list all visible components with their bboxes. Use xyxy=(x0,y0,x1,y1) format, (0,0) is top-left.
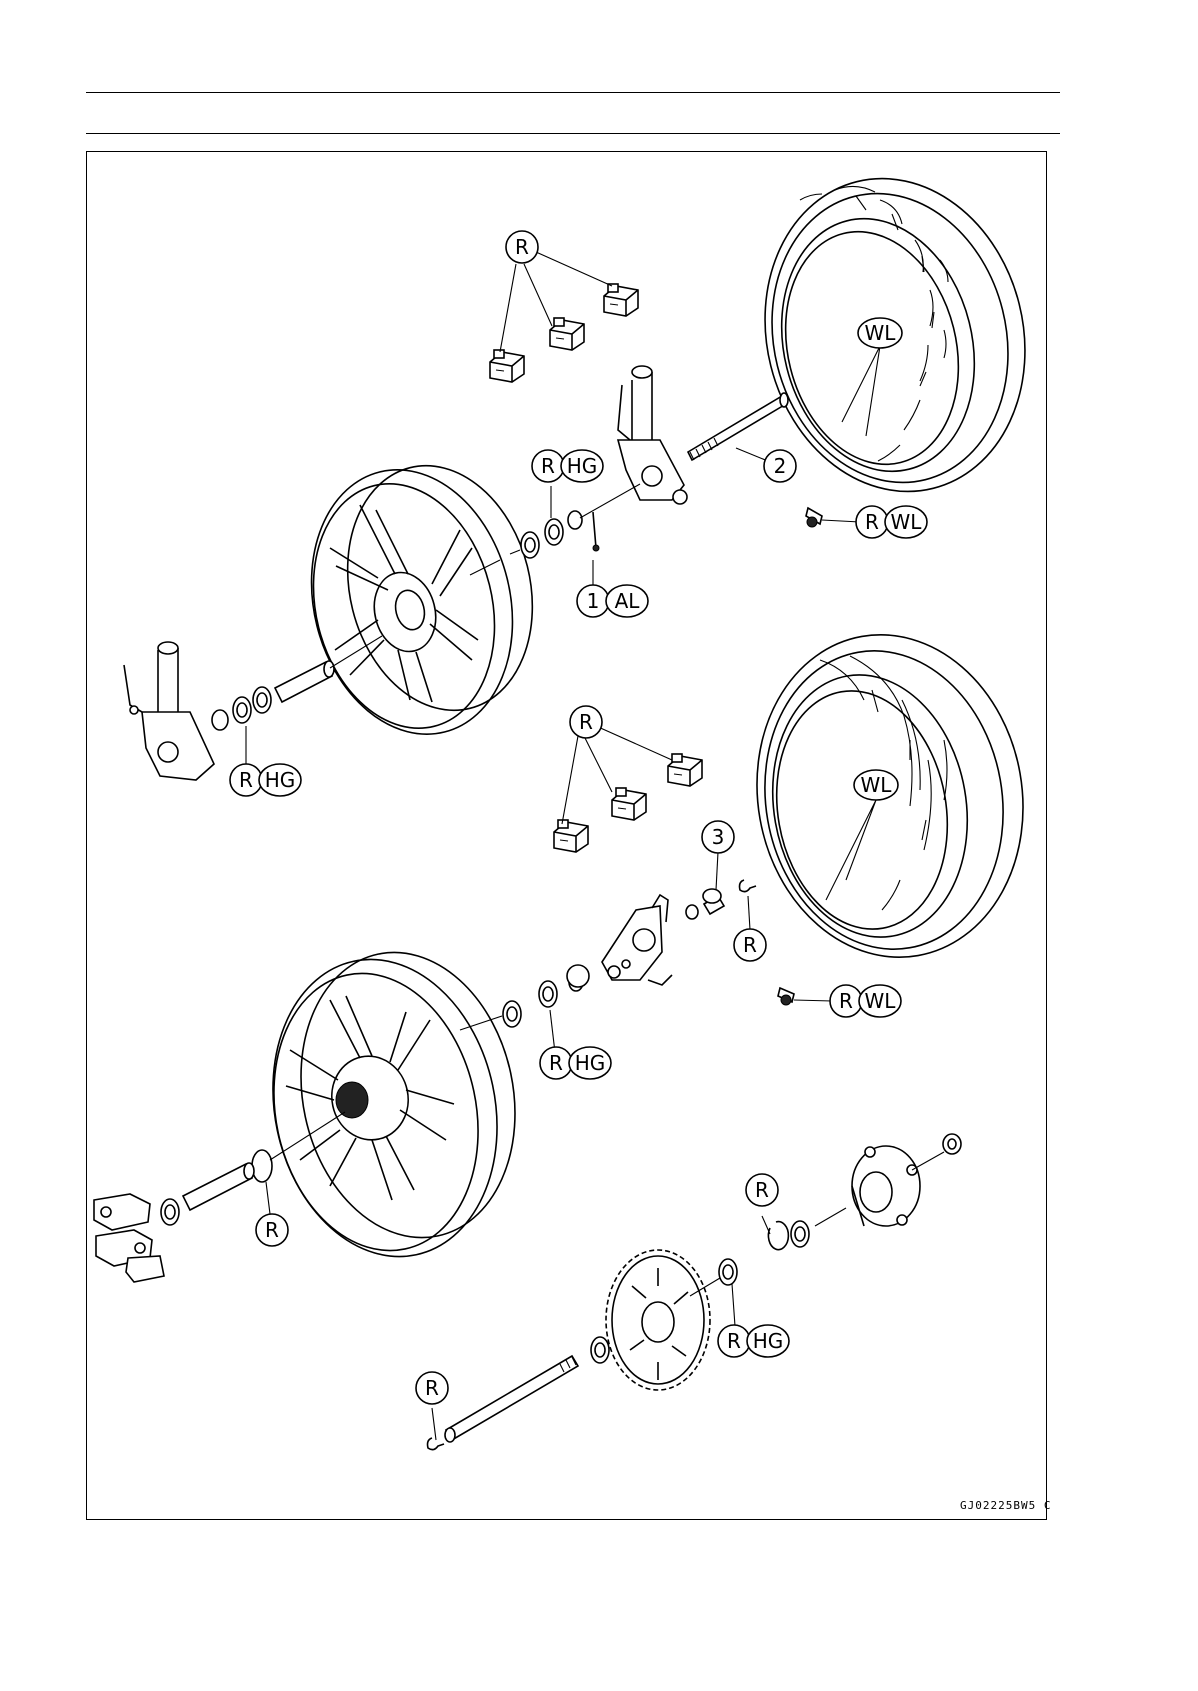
callout-r-circlip: R xyxy=(746,1174,778,1206)
front-bearing-left xyxy=(253,687,271,713)
rear-hub-dampers xyxy=(94,1194,164,1282)
brake-pad-rear-1 xyxy=(668,754,702,786)
rear-spacer-pipe xyxy=(183,1164,252,1210)
callout-r-wl-rear-valve: R WL xyxy=(830,985,901,1017)
rear-axle xyxy=(445,1356,578,1442)
callout-r-axle-cotter-pin: R xyxy=(416,1372,448,1404)
callout-r-hg-rear-seal: R HG xyxy=(540,1047,611,1079)
callout-r-rear-cotter-pin-upper: R xyxy=(734,929,766,961)
front-bearing-right xyxy=(521,532,539,558)
sprocket-seal xyxy=(719,1259,737,1285)
svg-text:WL: WL xyxy=(891,510,923,534)
brake-pad-top-2 xyxy=(550,318,584,350)
rear-axle-nut xyxy=(943,1134,961,1154)
svg-text:R: R xyxy=(579,710,593,734)
rear-bearing-left xyxy=(161,1199,179,1225)
front-seal-right xyxy=(545,519,563,545)
brake-pad-rear-3 xyxy=(554,820,588,852)
svg-text:3: 3 xyxy=(712,825,725,849)
front-axle-bolt xyxy=(593,512,596,548)
svg-text:R: R xyxy=(839,989,853,1013)
rear-caliper-bracket xyxy=(602,895,672,985)
callout-wl-rear-tire: WL xyxy=(854,770,898,800)
front-collar-left xyxy=(212,710,228,730)
front-fork-right xyxy=(618,366,687,504)
svg-text:R: R xyxy=(865,510,879,534)
front-fork-left xyxy=(124,642,214,780)
callout-1-al-axle-bolt: 1 AL xyxy=(577,585,648,617)
rear-axle-collar xyxy=(591,1337,609,1363)
rear-seal-right xyxy=(539,981,557,1007)
front-seal-left xyxy=(233,697,251,723)
coupling-circlip xyxy=(768,1222,788,1250)
front-axle xyxy=(688,393,788,460)
svg-text:R: R xyxy=(727,1329,741,1353)
front-tire-valve xyxy=(806,508,822,527)
svg-text:HG: HG xyxy=(265,768,296,792)
callout-r-hg-sprocket-seal: R HG xyxy=(718,1325,789,1357)
callout-2-front-axle: 2 xyxy=(764,450,796,482)
callout-r-wl-front-valve: R WL xyxy=(856,506,927,538)
rear-sprocket xyxy=(606,1250,710,1390)
brake-pad-rear-2 xyxy=(612,788,646,820)
svg-text:R: R xyxy=(425,1376,439,1400)
svg-text:HG: HG xyxy=(575,1051,606,1075)
callout-r-front-pads: R xyxy=(506,231,538,263)
brake-pad-top-1 xyxy=(604,284,638,316)
rear-wheel xyxy=(246,932,540,1277)
callout-r-hg-front-seal-left: R HG xyxy=(230,764,301,796)
rear-tire-valve xyxy=(778,988,794,1005)
front-collar-right xyxy=(568,511,582,529)
callout-wl-front-tire: WL xyxy=(858,318,902,348)
callout-r-o-ring: R xyxy=(256,1214,288,1246)
rear-sleeve xyxy=(567,965,589,987)
callout-r-rear-pads: R xyxy=(570,706,602,738)
svg-text:R: R xyxy=(515,235,529,259)
svg-text:1: 1 xyxy=(587,589,600,613)
rear-cotter-pin-upper xyxy=(740,880,757,892)
svg-text:R: R xyxy=(743,933,757,957)
rear-hub-o-ring xyxy=(252,1150,272,1182)
svg-text:WL: WL xyxy=(865,321,897,345)
svg-text:R: R xyxy=(265,1218,279,1242)
callout-3-rear-collar: 3 xyxy=(702,821,734,853)
sprocket-coupling xyxy=(852,1146,920,1226)
rear-bearing-right xyxy=(503,1001,521,1027)
figure-code: GJ02225BW5 C xyxy=(960,1499,1051,1512)
svg-text:2: 2 xyxy=(774,454,787,478)
svg-text:AL: AL xyxy=(615,589,641,613)
coupling-bearing xyxy=(791,1221,809,1247)
svg-text:R: R xyxy=(549,1051,563,1075)
front-wheel xyxy=(284,446,557,756)
brake-pad-top-3 xyxy=(490,350,524,382)
svg-text:R: R xyxy=(239,768,253,792)
svg-text:WL: WL xyxy=(865,989,897,1013)
svg-text:R: R xyxy=(755,1178,769,1202)
svg-text:HG: HG xyxy=(753,1329,784,1353)
svg-text:R: R xyxy=(541,454,555,478)
rear-collar-small xyxy=(686,905,698,919)
svg-text:HG: HG xyxy=(567,454,598,478)
svg-text:WL: WL xyxy=(861,773,893,797)
callout-r-hg-front-seal-right: R HG xyxy=(532,450,603,482)
